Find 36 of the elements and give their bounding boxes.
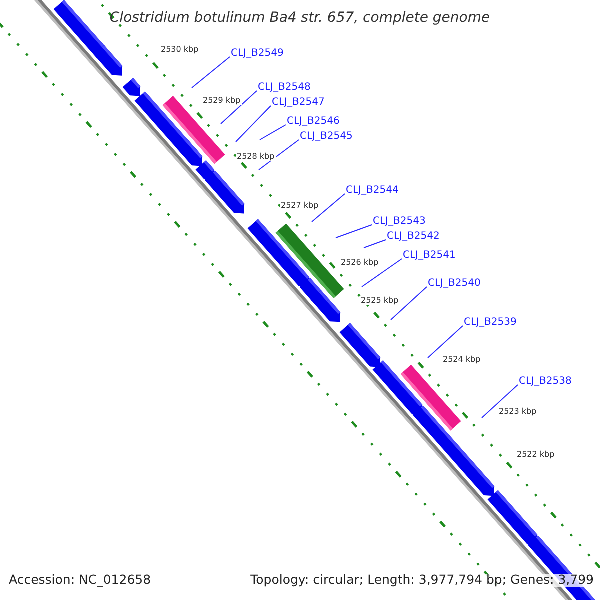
leader-line	[220, 90, 258, 124]
gene-label: CLJ_B2540	[428, 279, 481, 289]
gene-label: CLJ_B2542	[387, 232, 440, 242]
leader-line	[236, 106, 272, 142]
leader-line	[390, 286, 428, 320]
gene-label: CLJ_B2541	[403, 251, 456, 261]
leader-line	[362, 258, 402, 288]
scale-label: 2523 kbp	[498, 408, 538, 416]
gene-label: CLJ_B2545	[300, 132, 353, 142]
genome-info-text: Topology: circular; Length: 3,977,794 bp; Genes: 3,799	[250, 574, 594, 586]
scale-label: 2527 kbp	[280, 202, 320, 210]
leader-line	[312, 194, 346, 222]
accession-text: Accession: NC_012658	[9, 574, 152, 586]
scale-label: 2526 kbp	[340, 259, 380, 267]
leader-line	[364, 240, 386, 248]
leader-line	[260, 124, 286, 140]
leader-line	[258, 140, 300, 170]
leader-line	[428, 326, 464, 358]
leader-line	[482, 384, 518, 418]
gene-label: CLJ_B2543	[373, 217, 426, 227]
map-title: Clostridium botulinum Ba4 str. 657, complete genome	[108, 11, 492, 25]
gene-label: CLJ_B2539	[464, 318, 517, 328]
scale-label: 2529 kbp	[202, 97, 242, 105]
gene-label: CLJ_B2548	[258, 83, 311, 93]
leader-line	[192, 56, 230, 88]
leader-line	[336, 224, 372, 238]
gene-label: CLJ_B2547	[272, 98, 325, 108]
gene-label: CLJ_B2544	[346, 186, 399, 196]
gene-label: CLJ_B2538	[519, 377, 572, 387]
scale-label: 2530 kbp	[160, 46, 200, 54]
scale-label: 2528 kbp	[236, 153, 276, 161]
scale-label: 2522 kbp	[516, 451, 556, 459]
gene-label: CLJ_B2549	[231, 49, 284, 59]
gene-label: CLJ_B2546	[287, 117, 340, 127]
scale-label: 2525 kbp	[360, 297, 400, 305]
scale-label: 2524 kbp	[442, 356, 482, 364]
